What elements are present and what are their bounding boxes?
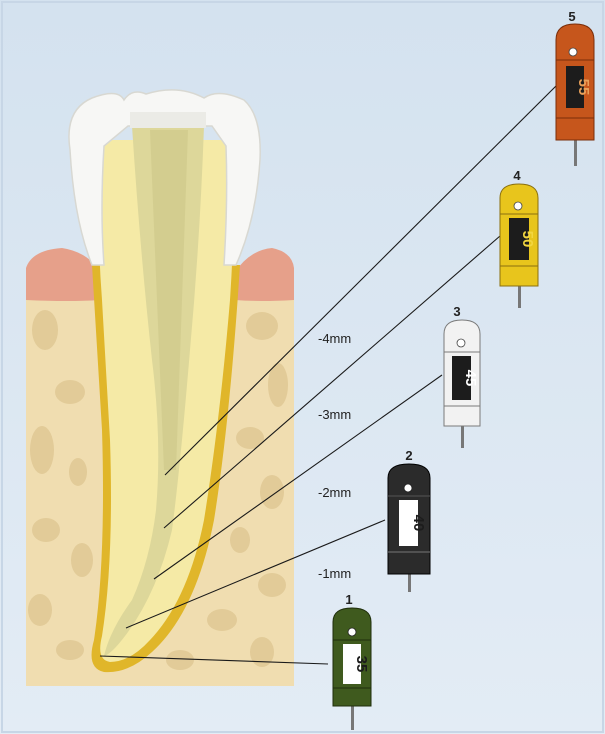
instrument-2-size: 40 [410,515,427,532]
depth-label-3mm: -3mm [318,407,351,422]
depth-label-2mm: -2mm [318,485,351,500]
instrument-3-size: 45 [462,370,479,387]
instrument-5-size: 55 [575,79,592,96]
depth-label-4mm: -4mm [318,331,351,346]
instrument-1-size: 35 [353,656,370,673]
instrument-shaft [408,574,411,592]
depth-label-1mm: -1mm [318,566,351,581]
instrument-shaft [518,286,521,308]
instrument-4-number: 4 [513,168,521,183]
instrument-shaft [461,426,464,448]
access-opening [130,112,206,128]
instrument-shaft [574,140,577,166]
instrument-shaft [351,706,354,730]
instrument-3: 45 3 [444,304,480,448]
instrument-1-number: 1 [345,592,352,607]
instrument-3-number: 3 [453,304,460,319]
instrument-2: 40 2 [388,448,430,592]
instrument-4-size: 50 [519,231,536,248]
instrument-5-number: 5 [568,9,575,24]
instrument-2-number: 2 [405,448,412,463]
